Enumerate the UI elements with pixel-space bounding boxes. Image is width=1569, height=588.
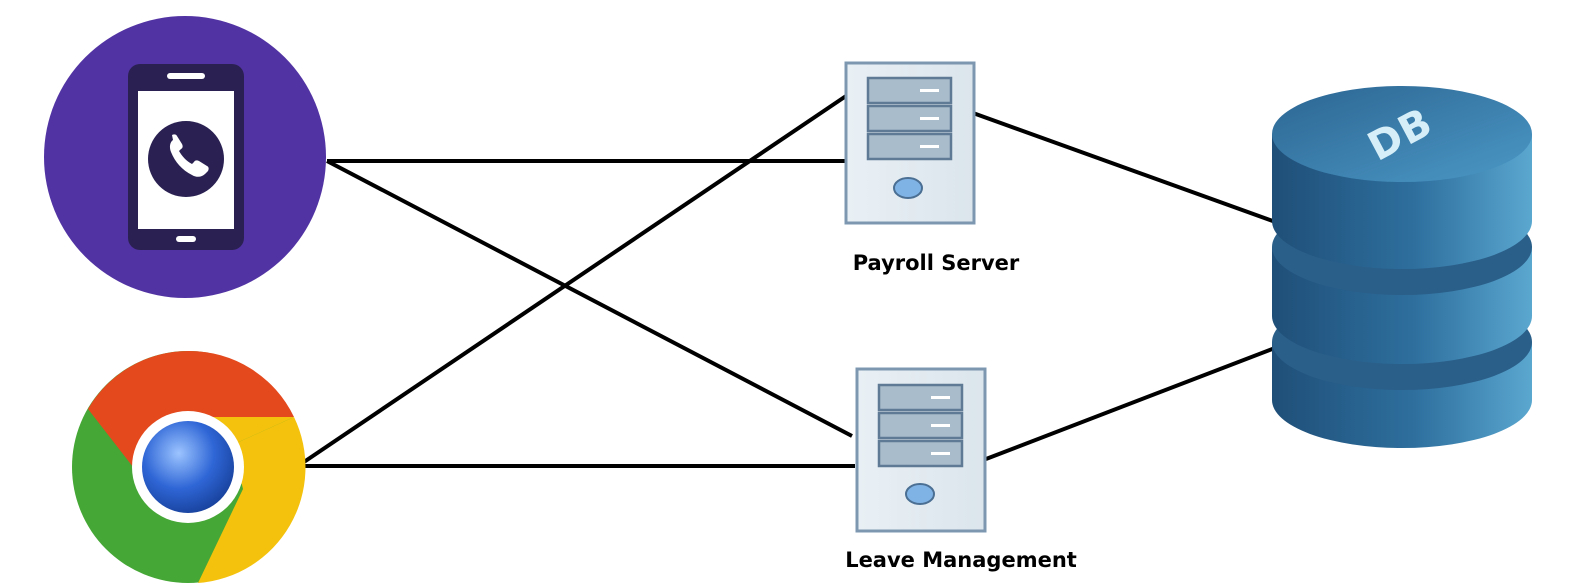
connection-leave-to-db [985, 339, 1294, 461]
chrome-browser-icon [72, 350, 306, 583]
database-cylinder-icon [1272, 86, 1532, 448]
smartphone-call-icon [128, 64, 244, 250]
leave-management-label: Leave Management [845, 548, 1077, 572]
leave-management-server: Leave Management [845, 367, 1077, 572]
payroll-server-label: Payroll Server [853, 251, 1020, 275]
phone-handset-icon [169, 134, 209, 177]
server-tower-icon [844, 61, 976, 225]
database: DB [1272, 86, 1532, 448]
server-tower-icon [855, 367, 987, 533]
connection-payroll-to-db [972, 111, 1282, 226]
connection-lines [296, 94, 1294, 468]
mobile-client [44, 16, 326, 298]
connection-browser-to-payroll [296, 94, 848, 468]
payroll-server: Payroll Server [844, 61, 1020, 275]
connection-mobile-to-leave [326, 159, 853, 438]
chrome-center-icon [142, 421, 234, 513]
